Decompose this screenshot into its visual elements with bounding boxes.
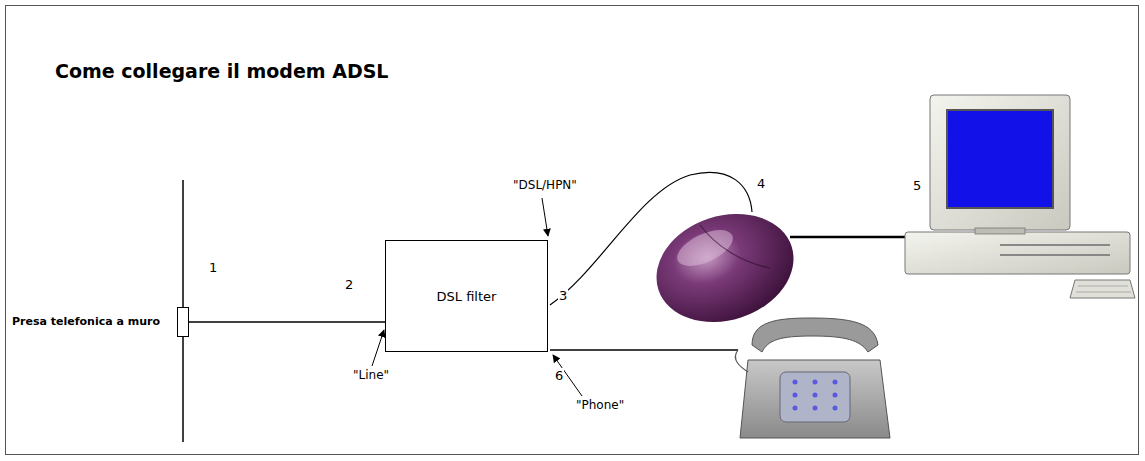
callout-number: 5 <box>912 178 922 193</box>
dsl-leader <box>542 198 548 236</box>
frame <box>6 6 1139 455</box>
callout-number: 2 <box>344 277 354 292</box>
connector <box>189 321 385 323</box>
port-label: "Line" <box>352 368 390 382</box>
socket-label: Presa telefonica a muro <box>10 315 162 330</box>
socket-plug <box>177 307 189 337</box>
telephone-illustration <box>735 318 890 438</box>
callout-number: 3 <box>558 288 568 303</box>
pc-cable <box>790 236 910 239</box>
phone-leader <box>553 355 582 396</box>
port-label: "DSL/HPN" <box>512 178 578 192</box>
callout-number: 1 <box>208 260 218 275</box>
box-label: DSL filter <box>429 285 505 308</box>
filter-box: DSL filter <box>385 240 548 352</box>
phone-cable <box>550 349 738 351</box>
line-leader <box>372 330 384 366</box>
port-label: "Phone" <box>575 398 625 412</box>
modem-illustration <box>642 197 807 339</box>
wall-socket: Presa telefonica a muro <box>10 295 192 349</box>
callout-number: 4 <box>756 176 766 191</box>
callout-number: 6 <box>554 368 564 383</box>
computer-illustration <box>905 95 1135 298</box>
diagram-title: Come collegare il modem ADSL <box>55 60 388 82</box>
